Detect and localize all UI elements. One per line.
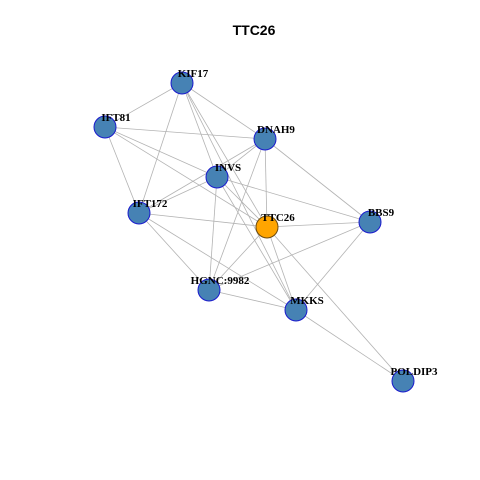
edge-kif17-dnah9 — [181, 82, 266, 140]
edge-dnah9-ift172 — [138, 138, 266, 214]
edge-kif17-ttc26 — [181, 82, 268, 228]
node-invs — [205, 165, 229, 189]
edge-bbs9-hgnc-9982 — [208, 221, 371, 291]
node-kif17 — [170, 71, 194, 95]
edge-invs-ift172 — [138, 176, 218, 214]
diagram-title: TTC26 — [233, 22, 276, 38]
edge-ift81-dnah9 — [104, 126, 266, 140]
edge-ift172-hgnc-9982 — [138, 212, 210, 291]
edge-mkks-poldip3 — [295, 309, 404, 382]
node-label-hgnc-9982: HGNC:9982 — [191, 275, 250, 287]
node-dnah9 — [253, 127, 277, 151]
node-ttc26 — [255, 215, 279, 239]
edge-hgnc-9982-mkks — [208, 289, 297, 311]
edge-layer — [104, 82, 404, 382]
edge-ift81-ttc26 — [104, 126, 268, 228]
edge-invs-bbs9 — [216, 176, 371, 223]
edge-kif17-ift81 — [104, 82, 183, 128]
node-ift81 — [93, 115, 117, 139]
edge-ift81-ift172 — [104, 126, 140, 214]
edge-kif17-invs — [181, 82, 218, 178]
node-layer — [93, 71, 415, 393]
node-label-bbs9: BBS9 — [368, 207, 395, 219]
edge-ift172-mkks — [138, 212, 297, 311]
node-label-kif17: KIF17 — [178, 68, 209, 80]
edge-dnah9-bbs9 — [264, 138, 371, 223]
node-poldip3 — [391, 369, 415, 393]
edge-dnah9-ttc26 — [264, 138, 268, 228]
edge-ttc26-mkks — [266, 226, 297, 311]
edge-kif17-ift172 — [138, 82, 183, 214]
node-label-ttc26: TTC26 — [261, 212, 295, 224]
edge-dnah9-hgnc-9982 — [208, 138, 266, 291]
edge-ttc26-hgnc-9982 — [208, 226, 268, 291]
node-mkks — [284, 298, 308, 322]
node-hgnc-9982 — [197, 278, 221, 302]
edge-ttc26-poldip3 — [266, 226, 404, 382]
edge-ttc26-bbs9 — [266, 221, 371, 228]
node-ift172 — [127, 201, 151, 225]
node-label-ift81: IFT81 — [101, 112, 130, 124]
edge-invs-mkks — [216, 176, 297, 311]
edge-bbs9-mkks — [295, 221, 371, 311]
edge-kif17-mkks — [181, 82, 297, 311]
edge-ift172-ttc26 — [138, 212, 268, 228]
node-label-mkks: MKKS — [290, 295, 324, 307]
node-label-ift172: IFT172 — [133, 198, 168, 210]
node-label-dnah9: DNAH9 — [257, 124, 295, 136]
edge-invs-hgnc-9982 — [208, 176, 218, 291]
edge-ift81-invs — [104, 126, 218, 178]
node-bbs9 — [358, 210, 382, 234]
node-label-poldip3: POLDIP3 — [390, 366, 438, 378]
node-label-invs: INVS — [215, 162, 241, 174]
edge-invs-ttc26 — [216, 176, 268, 228]
